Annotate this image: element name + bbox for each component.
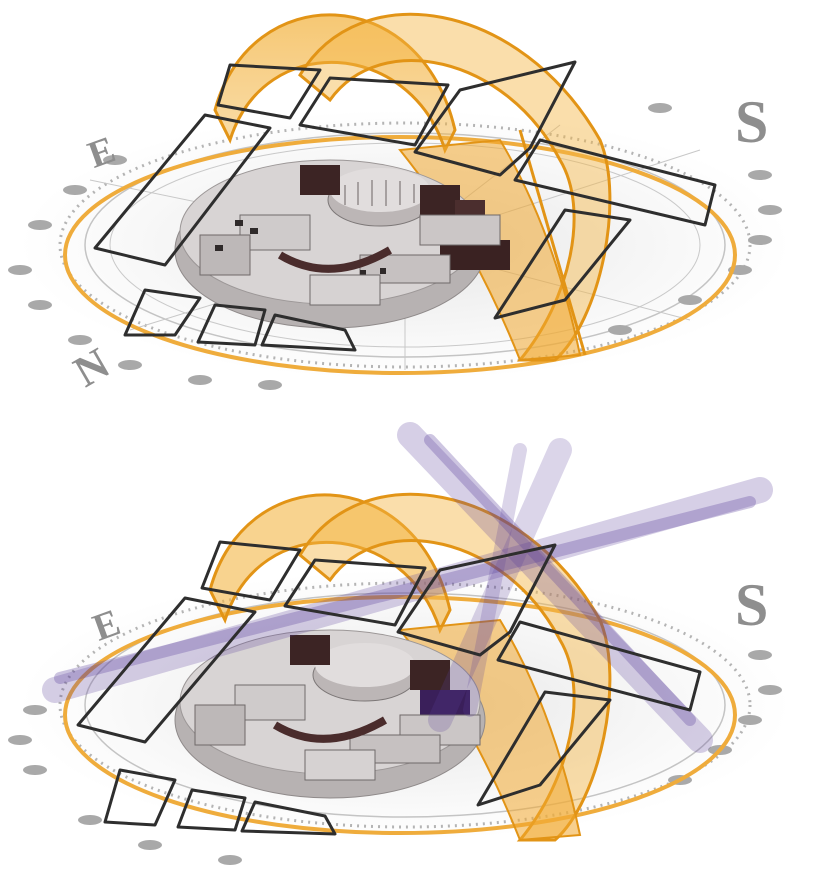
parcel-outline — [298, 76, 450, 147]
sun-orbit-ring — [63, 135, 737, 375]
parcel-outline — [196, 303, 267, 347]
building-complex — [174, 629, 486, 799]
compass-south-letter: S — [735, 89, 768, 155]
parcel-outline — [103, 768, 177, 827]
wind-ray — [397, 422, 713, 753]
parcel-outline — [76, 596, 257, 744]
wind-ray — [54, 496, 756, 684]
compass-north-letter: N — [66, 338, 118, 396]
parcel-outline — [200, 540, 302, 602]
building-complex — [174, 159, 510, 329]
equinox-sun-arc — [298, 493, 612, 842]
sun-and-wind-diagram: S E — [0, 420, 815, 875]
summer-sun-arc — [208, 493, 452, 634]
parcel-outline — [123, 288, 202, 337]
parcel-outline — [493, 208, 632, 320]
parcel-outline — [93, 113, 272, 267]
wind-rays — [42, 422, 773, 753]
wind-ray — [428, 438, 572, 732]
parcel-outline — [396, 543, 557, 657]
parcel-outline — [176, 788, 247, 832]
equinox-sun-arc — [298, 13, 612, 362]
wind-ray — [463, 443, 527, 717]
sun-path-diagram: S N E — [0, 0, 815, 400]
compass-south-letter: S — [735, 572, 768, 638]
parcel-outline — [260, 313, 357, 352]
compass-tick-marks — [8, 103, 782, 390]
parcel-outline — [513, 138, 717, 227]
site-parcel-outlines — [93, 60, 717, 352]
parcel-outline — [240, 800, 337, 836]
sun-orbit-ring — [63, 595, 737, 835]
parcel-outline — [476, 690, 612, 807]
summer-sun-arc — [213, 13, 457, 154]
parcel-outline — [283, 558, 427, 627]
site-parcel-outlines — [76, 540, 702, 836]
parcel-outline — [216, 63, 322, 120]
wind-ray — [42, 477, 773, 703]
parcel-outline — [413, 60, 577, 177]
wind-ray — [424, 434, 696, 726]
parcel-outline — [496, 620, 702, 712]
